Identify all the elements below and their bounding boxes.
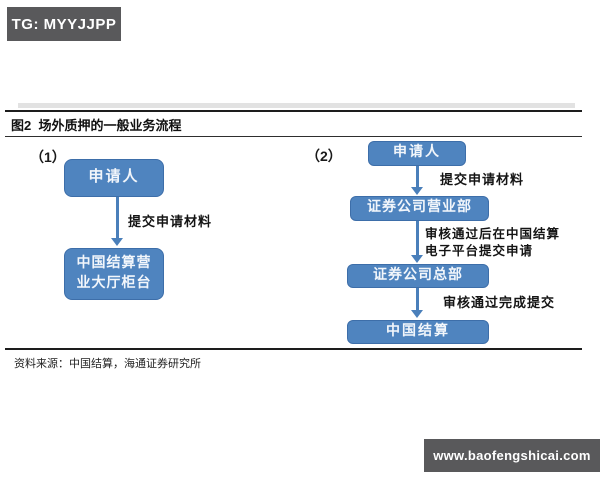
flow2-node-csdc: 中国结算 (347, 320, 489, 344)
flow2-edge2-label: 审核通过后在中国结算 电子平台提交申请 (425, 226, 560, 260)
flow2-node-csdc-label: 中国结算 (386, 323, 450, 339)
arrow-shaft (416, 221, 419, 257)
flow1-node-applicant: 申请人 (64, 159, 164, 197)
top-shadow-band (18, 103, 575, 108)
figure-title: 图2 场外质押的一般业务流程 (11, 118, 182, 133)
flow2-node-headquarters-label: 证券公司总部 (373, 267, 463, 283)
arrow-down-icon (411, 221, 424, 263)
flow1-edge1-label: 提交申请材料 (128, 214, 213, 229)
arrow-head (411, 187, 423, 195)
figure-source: 资料来源：中国结算，海通证券研究所 (14, 358, 201, 370)
flow1-node-counter: 中国结算营 业大厅柜台 (64, 248, 164, 300)
flow2-edge1-label: 提交申请材料 (440, 172, 525, 187)
flow2-node-branch-office: 证券公司营业部 (350, 196, 489, 221)
flow2-node-branch-office-label: 证券公司营业部 (367, 200, 472, 216)
figure-top-rule (5, 110, 582, 113)
flow1-number: （1） (30, 149, 66, 165)
arrow-head (411, 255, 423, 263)
site-url-label: www.baofengshicai.com (433, 448, 591, 463)
arrow-head (411, 310, 423, 318)
arrow-shaft (116, 197, 119, 240)
watermark-tag: TG: MYYJJPP (7, 7, 121, 41)
watermark-tag-label: TG: MYYJJPP (11, 15, 117, 33)
flow2-edge3-label: 审核通过完成提交 (443, 295, 556, 310)
flow2-edge2-label-line2: 电子平台提交申请 (425, 244, 534, 258)
arrow-down-icon (111, 197, 124, 246)
arrow-shaft (416, 288, 419, 312)
site-url-bar[interactable]: www.baofengshicai.com (424, 439, 600, 472)
flow2-number: （2） (306, 148, 342, 164)
flow2-node-headquarters: 证券公司总部 (347, 264, 489, 288)
arrow-shaft (416, 166, 419, 189)
flow2-edge2-label-line1: 审核通过后在中国结算 (425, 227, 561, 241)
arrow-down-icon (411, 288, 424, 318)
figure-title-rule (5, 136, 582, 138)
flow1-node-counter-line2: 业大厅柜台 (76, 276, 152, 291)
flow2-node-applicant: 申请人 (368, 141, 466, 166)
arrow-down-icon (411, 166, 424, 195)
arrow-head (111, 238, 123, 246)
flow2-node-applicant-label: 申请人 (393, 145, 441, 161)
flow1-node-applicant-label: 申请人 (88, 169, 140, 186)
figure-bottom-rule (5, 348, 582, 351)
flow1-node-counter-line1: 中国结算营 (76, 255, 152, 271)
